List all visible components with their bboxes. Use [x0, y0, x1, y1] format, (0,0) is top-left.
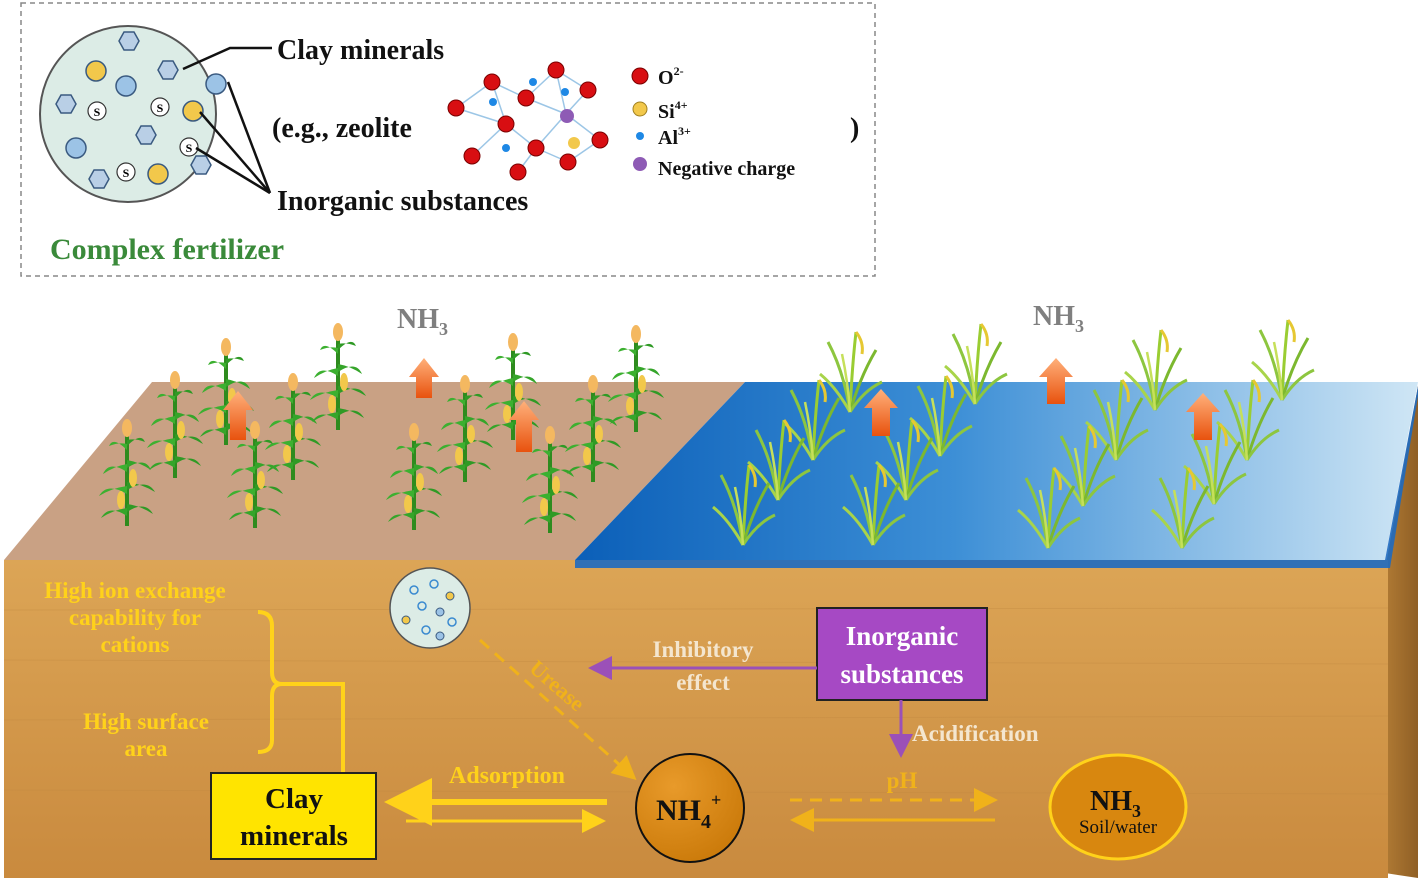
nh3-paddy-label: NH3: [1033, 301, 1084, 336]
high-ion-line2: capability for: [69, 605, 201, 630]
nh3-node-label: NH3: [1090, 786, 1141, 821]
clay-minerals-label: Clay minerals: [277, 35, 444, 66]
s-marker: S: [123, 166, 130, 180]
soil-side-face: [1385, 386, 1418, 878]
atom-legend: O2- Si4+ Al3+ Negative charge: [631, 64, 795, 180]
ammonia-soil-water-node: NH3 Soil/water: [1048, 753, 1188, 861]
high-ion-line3: cations: [101, 632, 170, 657]
ph-label: pH: [887, 768, 918, 793]
adsorption-label: Adsorption: [449, 763, 565, 789]
pointer-lines: [182, 46, 272, 195]
example-label: (e.g., zeolite: [272, 113, 412, 144]
clay-box-line1: Clay: [265, 783, 324, 815]
legend-o: O2-: [658, 64, 684, 89]
ammonia-emission-arrows: [223, 358, 1220, 452]
s-marker: S: [94, 105, 101, 119]
legend-al: Al3+: [658, 124, 691, 149]
fertilizer-granule-small-icon: [389, 567, 471, 649]
acidification-label: Acidification: [912, 721, 1039, 746]
s-marker: S: [157, 101, 164, 115]
nh3-dry-label: NH3: [397, 304, 448, 339]
dry-field-surface: [4, 382, 745, 560]
example-close: ): [850, 113, 859, 144]
clay-minerals-box: [210, 772, 377, 860]
nh4-label: NH4+: [656, 790, 721, 833]
fertilizer-granule-icon: S S S S: [39, 25, 227, 203]
legend-si: Si4+: [658, 98, 688, 123]
inhibitory-line1: Inhibitory: [653, 637, 754, 662]
surface-area-line2: area: [124, 736, 168, 761]
inorganic-box-line1: Inorganic: [846, 621, 959, 651]
complex-fertilizer-title: Complex fertilizer: [50, 233, 284, 266]
clay-box-line2: minerals: [240, 820, 348, 852]
ammonium-node: NH4+: [635, 753, 745, 863]
legend-negative-charge: Negative charge: [658, 158, 795, 180]
inorganic-label: Inorganic substances: [277, 186, 528, 217]
urease-arrow: [478, 638, 637, 781]
high-ion-line1: High ion exchange: [44, 578, 225, 603]
surface-area-line1: High surface: [83, 709, 209, 734]
s-marker: S: [186, 141, 193, 155]
soil-water-label: Soil/water: [1079, 817, 1158, 838]
inorganic-box-line2: substances: [840, 659, 963, 689]
zeolite-structure-icon: [447, 61, 609, 181]
inhibitory-line2: effect: [676, 670, 730, 695]
